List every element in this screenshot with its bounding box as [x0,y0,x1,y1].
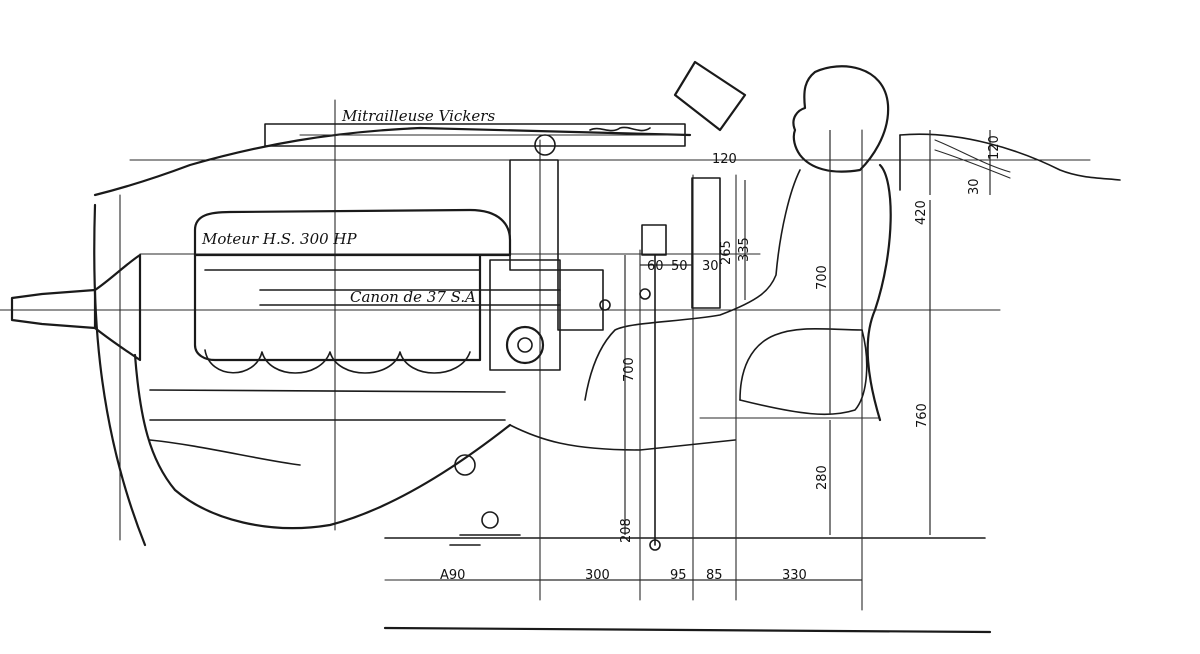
dim-760: 760 [915,403,930,428]
machine-gun [264,123,686,156]
vertical-dimensions [624,130,991,535]
label-cannon: Canon de 37 S.A [350,288,476,306]
horizontal-dimensions [410,264,862,581]
dim-300: 300 [585,568,610,583]
dim-50: 50 [671,259,688,274]
cannon-assembly [259,159,651,371]
fuselage-outline [93,126,692,547]
dim-420: 420 [914,200,929,225]
pilot-figure [584,65,890,416]
dim-335: 335 [737,237,752,262]
windshield [673,60,747,132]
label-machine-gun: Mitrailleuse Vickers [341,107,495,125]
dim-30-right: 30 [967,178,982,195]
dim-120-right: 120 [987,135,1002,160]
dim-30-mid: 30 [702,259,719,274]
dim-700-seat: 700 [815,265,830,290]
dim-490: A90 [440,568,465,583]
dim-330: 330 [782,568,807,583]
dim-265: 265 [719,240,734,265]
dim-85: 85 [706,568,723,583]
label-engine: Moteur H.S. 300 HP [201,230,357,248]
reference-lines [0,159,1091,634]
dim-208: 208 [619,518,634,543]
seat [866,133,1121,422]
dim-95: 95 [670,568,687,583]
propeller-spinner [10,253,142,362]
dim-120-top: 120 [712,152,737,167]
dim-700-pedal: 700 [622,357,637,382]
dim-60: 60 [647,259,664,274]
dim-280: 280 [815,465,830,490]
control-column [449,177,736,551]
